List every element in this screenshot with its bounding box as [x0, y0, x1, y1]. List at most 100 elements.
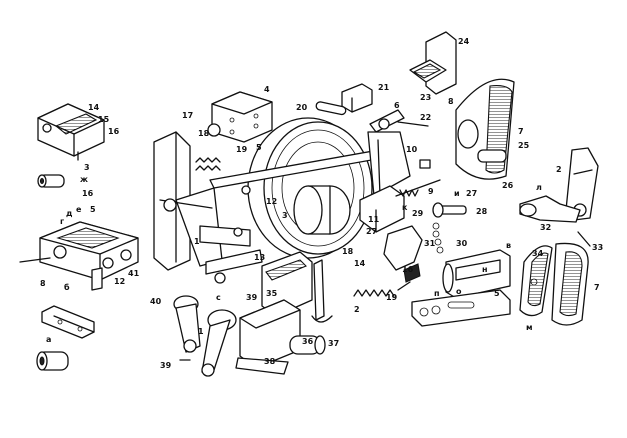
- callout: 39: [246, 293, 258, 302]
- callout: 1: [194, 237, 200, 246]
- callout: о: [456, 287, 462, 296]
- callout: 6: [394, 101, 400, 110]
- fork-part-v: [442, 249, 511, 299]
- callout: 16: [402, 265, 414, 274]
- callout: 2: [556, 165, 562, 174]
- callout: и: [454, 189, 460, 198]
- callout: 41: [128, 269, 140, 278]
- callout: 38: [264, 357, 276, 366]
- bolt-part-28: [432, 202, 467, 218]
- sector-part-7: [455, 78, 515, 180]
- callout: 28: [476, 207, 488, 216]
- lower-bracket-36: [235, 299, 326, 375]
- flywheel-disc: [247, 117, 373, 259]
- brake-shoe-34: [519, 245, 553, 317]
- callout: 19: [236, 145, 248, 154]
- callout: л: [536, 183, 542, 192]
- callout: 22: [420, 113, 431, 122]
- callout: 1: [198, 327, 204, 336]
- callout: к: [402, 203, 408, 212]
- bracket-part-21: [341, 83, 373, 113]
- callout: п: [434, 289, 440, 298]
- callout: 36: [302, 337, 314, 346]
- callout: 29: [412, 209, 424, 218]
- callout: 2: [354, 305, 360, 314]
- callout: а: [46, 335, 51, 344]
- callout: 25: [518, 141, 530, 150]
- callout: 40: [150, 297, 162, 306]
- callout: 37: [328, 339, 339, 348]
- callout: е: [76, 205, 82, 214]
- callout: 13: [254, 253, 265, 262]
- pin-part-16: [37, 174, 65, 188]
- lever-part-32: [519, 195, 581, 223]
- callout: 18: [342, 247, 354, 256]
- callout: 27: [366, 227, 377, 236]
- callout: м: [526, 323, 533, 332]
- callout: 5: [494, 289, 500, 298]
- callout: 23: [420, 93, 431, 102]
- lever-part-40: [173, 295, 237, 377]
- callout: г: [60, 217, 64, 226]
- vertical-bracket-18: [261, 251, 333, 323]
- callout: 21: [378, 83, 390, 92]
- callout: 19: [386, 293, 398, 302]
- spring-part-19: [353, 281, 411, 297]
- callout: 26: [502, 181, 514, 190]
- brake-shoe-33: [551, 231, 591, 326]
- callout: 27: [466, 189, 477, 198]
- callout: 5: [256, 143, 262, 152]
- bracket-part-11: [359, 185, 405, 233]
- callout: 11: [368, 215, 380, 224]
- callout: 39: [160, 361, 172, 370]
- pin-part-20: [315, 101, 347, 116]
- callout: 15: [98, 115, 110, 124]
- bracket-part-24: [409, 31, 457, 95]
- left-bracket-assembly: [19, 221, 139, 291]
- callout: н: [482, 265, 488, 274]
- callout: 5: [90, 205, 96, 214]
- callout: 24: [458, 37, 470, 46]
- callout: 14: [354, 259, 366, 268]
- callout: 35: [266, 289, 278, 298]
- clamp-part-a: [36, 351, 69, 371]
- callout: 9: [428, 187, 434, 196]
- chain-part-30: [432, 222, 444, 254]
- callout: 30: [456, 239, 468, 248]
- callout: 31: [424, 239, 436, 248]
- callout: 12: [266, 197, 277, 206]
- callout: с: [216, 293, 221, 302]
- callout: 16: [108, 127, 120, 136]
- callout: 16: [82, 189, 94, 198]
- callout: 7: [518, 127, 524, 136]
- callout: б: [64, 282, 70, 292]
- rod-part-29: [395, 159, 441, 197]
- callout: 3: [84, 163, 90, 172]
- callout: 4: [264, 85, 270, 94]
- callout: 3: [282, 211, 288, 220]
- bracket-part-14: [37, 103, 105, 161]
- callout-labels: 14 15 16 3 ж 16 17 4 18 19 5 12 3 1 13 с…: [40, 37, 603, 370]
- linkage-bars: [159, 147, 395, 284]
- callout: 17: [182, 111, 193, 120]
- callout: 32: [540, 223, 551, 232]
- callout: 33: [592, 243, 603, 252]
- callout: 12: [114, 277, 125, 286]
- callout: 14: [88, 103, 100, 112]
- callout: д: [66, 209, 73, 218]
- bar-part-5: [411, 289, 511, 327]
- lever-part-6: [367, 109, 429, 197]
- callout: 10: [406, 145, 418, 154]
- callout: 7: [594, 283, 600, 292]
- callout: 18: [198, 129, 210, 138]
- callout: 8: [448, 97, 454, 106]
- cam-block-14: [383, 225, 423, 283]
- callout: 20: [296, 103, 308, 112]
- bar-part-b: [41, 305, 95, 339]
- callout: 8: [40, 279, 46, 288]
- callout: 34: [532, 249, 544, 258]
- callout: в: [506, 241, 511, 250]
- callout: ж: [80, 175, 88, 184]
